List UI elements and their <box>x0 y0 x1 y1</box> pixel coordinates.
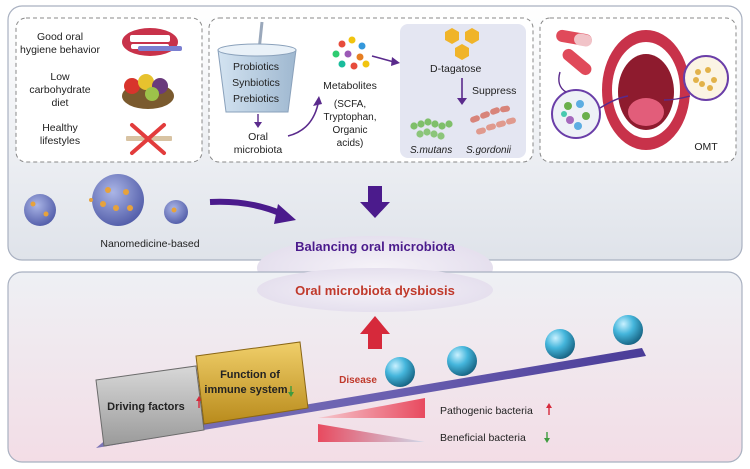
probiotics-label: Probiotics <box>233 61 279 73</box>
function-label-1: Function of <box>220 369 280 381</box>
oral-microbiota-label-2: microbiota <box>234 144 283 156</box>
probiotic-bottle-icon <box>217 21 297 113</box>
smutans-label: S.mutans <box>410 145 452 156</box>
beneficial-wedge <box>318 424 425 442</box>
metabolites-detail-2: Tryptophan, <box>324 112 377 123</box>
center-ellipse-lower <box>257 268 493 312</box>
metabolites-detail-1: (SCFA, <box>334 99 366 110</box>
sgordonii-bacteria-icon <box>470 105 516 135</box>
sphere-3 <box>545 329 575 359</box>
tagatose-arrowhead-icon <box>391 57 400 66</box>
balance-down-arrow-icon <box>360 186 390 218</box>
mouth-arrow-left-icon <box>599 95 629 109</box>
beneficial-label: Beneficial bacteria <box>440 432 526 444</box>
capsule-pill-icon <box>556 29 592 76</box>
lifestyle-text-7: lifestyles <box>40 135 80 147</box>
omt-label: OMT <box>694 141 718 153</box>
smutans-bacteria-icon <box>410 118 453 140</box>
microbiota-sphere-icon <box>551 89 601 139</box>
nanomedicine-arrowhead-icon <box>274 204 296 224</box>
metabolites-detail-3: Organic <box>332 125 367 136</box>
dysbiosis-up-arrow-icon <box>360 316 390 349</box>
suppress-label: Suppress <box>472 85 516 97</box>
sphere-2 <box>447 346 477 376</box>
metabolites-detail-4: acids) <box>337 138 364 149</box>
lifestyle-text-4: carbohydrate <box>29 84 90 96</box>
mouth-arrow-right-icon <box>663 95 691 101</box>
driving-up-arrow-icon <box>196 396 202 408</box>
balancing-label: Balancing oral microbiota <box>295 239 455 254</box>
suppress-down-arrow-icon <box>457 78 467 105</box>
balance-beam <box>96 348 646 448</box>
nanomedicine-curve-arrow-icon <box>209 198 284 217</box>
nanomedicine-label: Nanomedicine-based <box>100 238 199 250</box>
bottle-down-arrow-icon <box>254 114 262 128</box>
lifestyle-text-1: Good oral <box>37 31 83 43</box>
capsule-arrow-icon <box>558 71 567 93</box>
pathogenic-label: Pathogenic bacteria <box>440 405 533 417</box>
tagatose-arrow-icon <box>371 55 395 63</box>
prebiotics-label: Prebiotics <box>233 93 279 105</box>
dysbiosis-label: Oral microbiota dysbiosis <box>295 283 455 298</box>
pathogenic-up-arrow-icon <box>546 403 552 415</box>
driving-factors-box <box>95 365 205 447</box>
sphere-4 <box>613 315 643 345</box>
no-smoking-icon <box>126 123 172 155</box>
function-label-2: immune system <box>204 384 287 396</box>
beneficial-down-arrow-icon <box>544 432 550 443</box>
mouth-toothbrush-icon <box>122 28 182 56</box>
food-basket-icon <box>122 74 174 109</box>
metabolite-curve-arrow-icon <box>287 103 319 137</box>
disease-label: Disease <box>339 375 377 386</box>
metabolites-title: Metabolites <box>323 80 377 92</box>
omt-sphere-icon <box>683 55 729 101</box>
lifestyle-text-6: Healthy <box>42 122 78 134</box>
sgordonii-label: S.gordonii <box>466 145 512 156</box>
nanomedicine-spheres-icon <box>24 174 188 226</box>
open-mouth-icon <box>602 30 690 150</box>
pathogenic-wedge <box>318 398 425 418</box>
metabolite-arrowhead-icon <box>313 96 322 106</box>
driving-factors-label: Driving factors <box>107 401 185 413</box>
lifestyle-text-3: Low <box>50 71 70 83</box>
immune-down-arrow-icon <box>288 386 294 397</box>
lifestyle-text-5: diet <box>52 97 69 109</box>
hexagon-molecule-icon <box>445 28 479 60</box>
lifestyle-text-2: hygiene behavior <box>20 44 100 56</box>
immune-function-box <box>195 341 309 425</box>
metabolite-dots-icon <box>332 36 370 70</box>
oral-microbiota-label-1: Oral <box>248 131 268 143</box>
dtagatose-label: D-tagatose <box>430 63 482 75</box>
synbiotics-label: Synbiotics <box>232 77 280 89</box>
sphere-1 <box>385 357 415 387</box>
